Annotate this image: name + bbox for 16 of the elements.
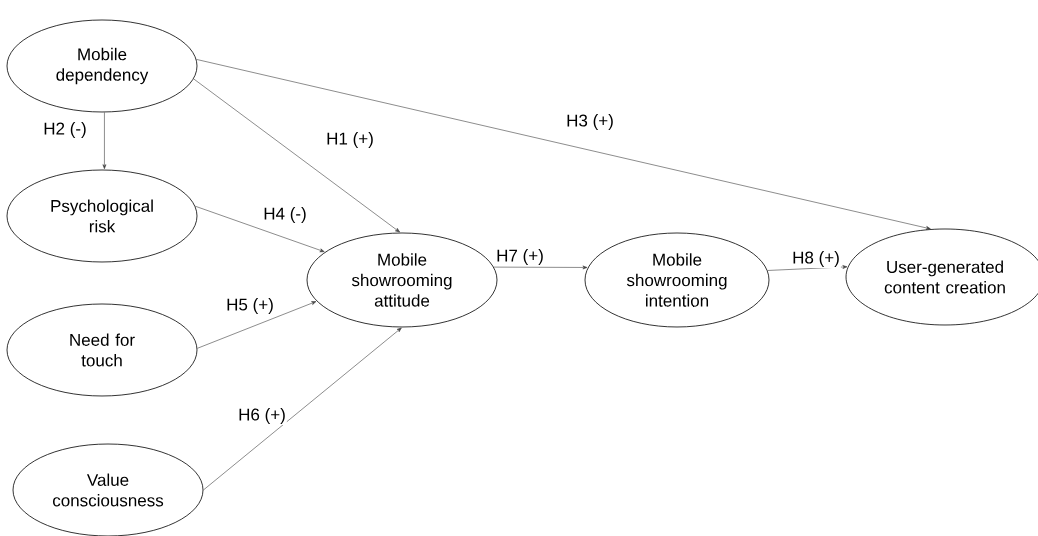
edge-label: H2 (-) <box>42 121 88 139</box>
edge-label: H5 (+) <box>225 297 275 315</box>
edge-label: H4 (-) <box>262 206 308 224</box>
arrow <box>102 112 107 170</box>
arrow <box>767 265 848 271</box>
arrow <box>193 78 400 233</box>
edge-label: H1 (+) <box>325 131 375 149</box>
arrow <box>194 205 325 253</box>
edge-label: H7 (+) <box>495 248 545 266</box>
edge-label: H6 (+) <box>237 407 287 425</box>
arrow <box>493 265 588 270</box>
arrow <box>196 59 931 230</box>
arrow <box>203 327 402 491</box>
edge-label: H8 (+) <box>791 250 841 268</box>
edge-label: H3 (+) <box>565 113 615 131</box>
arrow <box>197 301 317 349</box>
